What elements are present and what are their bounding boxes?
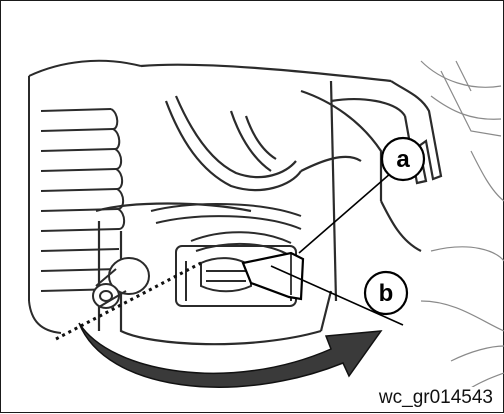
- curved-rotation-arrow: [78, 322, 383, 388]
- background-mechanism: [420, 60, 504, 392]
- leader-line-a: [298, 172, 392, 254]
- tab-plate: [241, 251, 305, 301]
- housing: [95, 63, 422, 346]
- callout-b: b: [363, 270, 409, 316]
- lever-fork: [164, 80, 443, 192]
- callout-a: a: [380, 136, 426, 182]
- callout-b-label: b: [379, 280, 394, 307]
- callout-a-label: a: [396, 146, 410, 173]
- figure-id: wc_gr014543: [376, 387, 495, 409]
- spring-coil: [150, 203, 302, 256]
- cooling-fins: [28, 59, 142, 334]
- leader-line-b: [270, 265, 404, 326]
- shaft-nut: [92, 257, 150, 309]
